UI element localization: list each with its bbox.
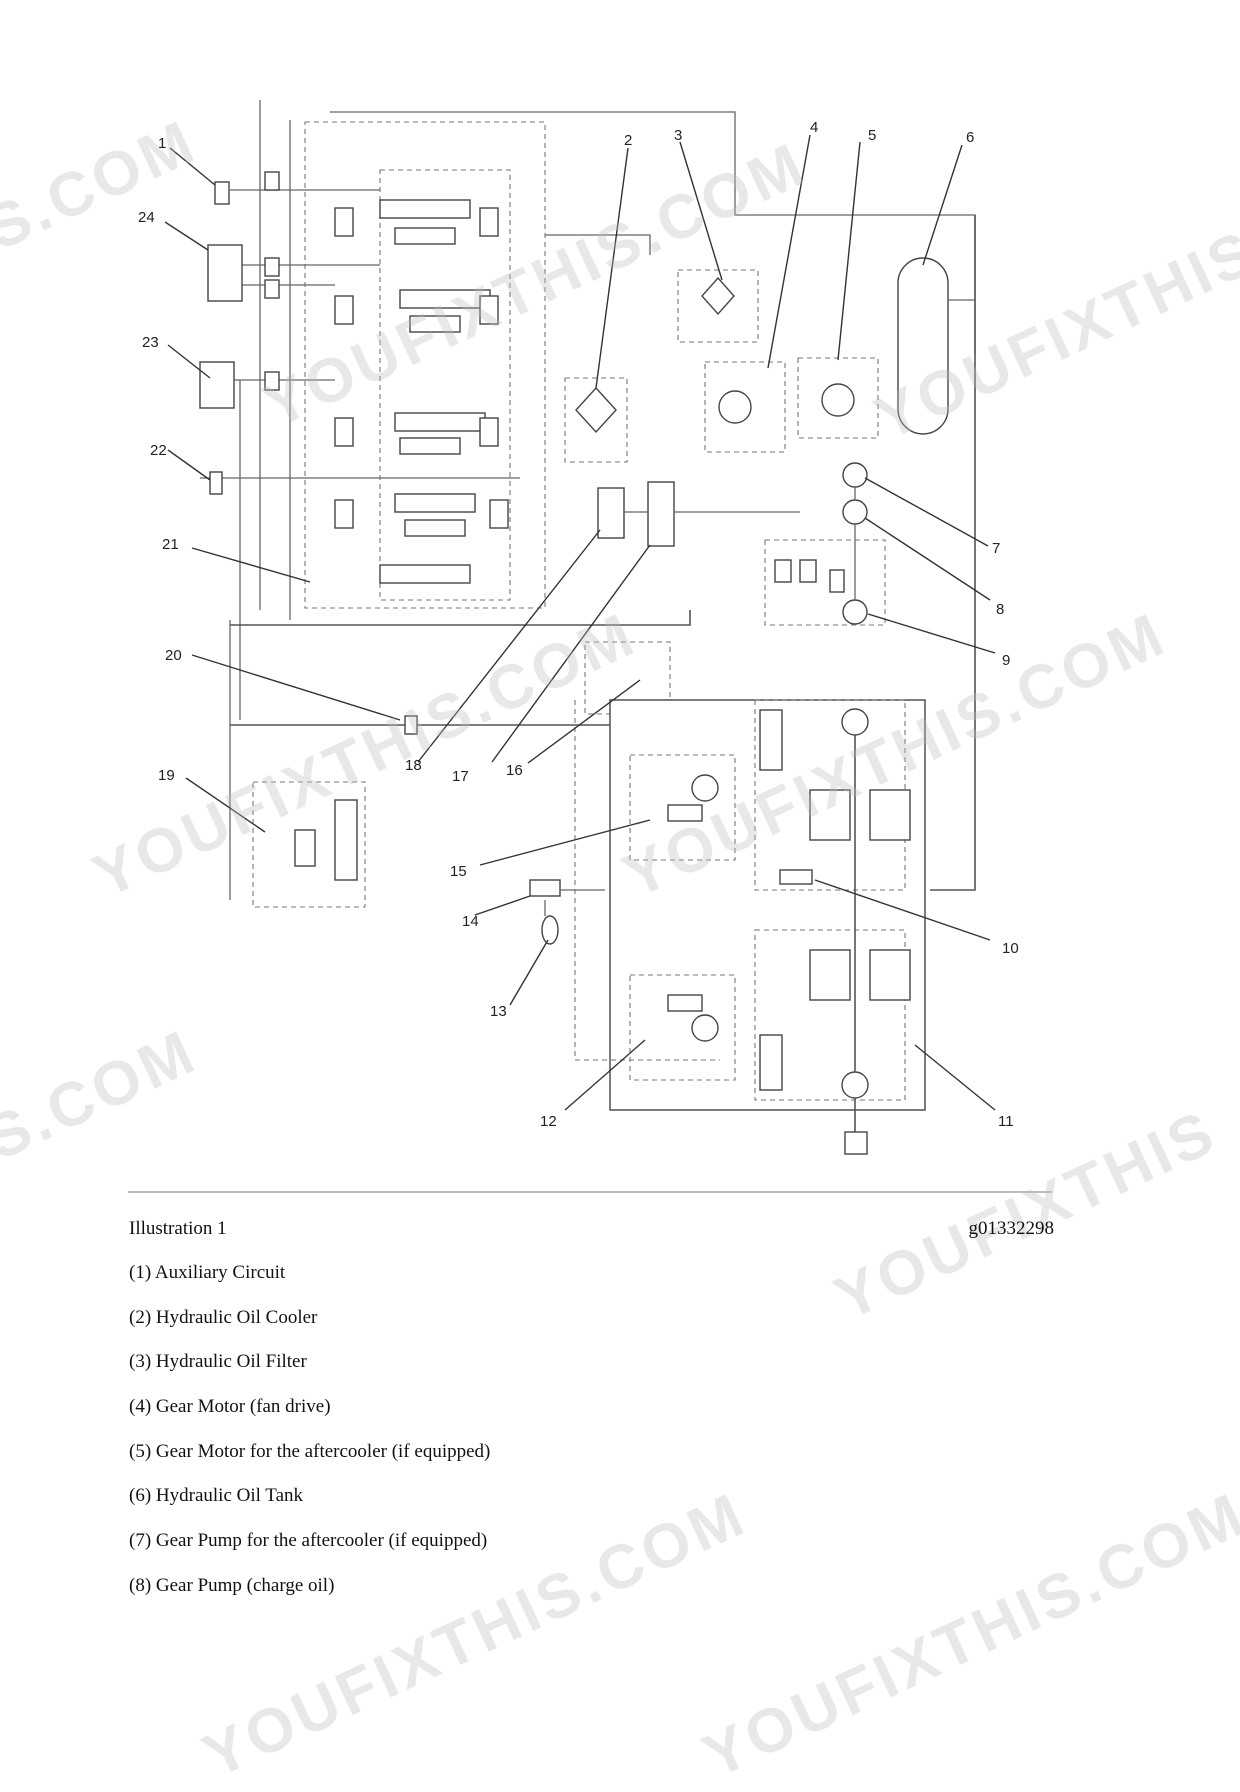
callout-3: 3 <box>674 127 682 144</box>
callout-leaders <box>164 134 996 1111</box>
callout-19: 19 <box>158 767 175 784</box>
callout-20: 20 <box>165 647 182 664</box>
callout-8: 8 <box>996 601 1004 618</box>
legend-item: (5) Gear Motor for the aftercooler (if e… <box>129 1440 491 1462</box>
illustration-id: g01332298 <box>968 1218 1055 1239</box>
illustration-title: Illustration 1 <box>129 1218 227 1239</box>
callout-7: 7 <box>992 540 1000 557</box>
callout-23: 23 <box>142 334 159 351</box>
caption-divider <box>128 1191 1052 1193</box>
callout-15: 15 <box>450 863 467 880</box>
callout-10: 10 <box>1002 940 1019 957</box>
watermark: YOUFIXTHIS.COM <box>693 1479 1240 1792</box>
callout-1: 1 <box>158 135 166 152</box>
callout-17: 17 <box>452 768 469 785</box>
legend-item: (1) Auxiliary Circuit <box>129 1262 286 1283</box>
callout-11: 11 <box>998 1113 1014 1130</box>
legend-item: (7) Gear Pump for the aftercooler (if eq… <box>129 1530 488 1552</box>
callout-16: 16 <box>506 762 523 779</box>
callout-labels: 1 2 3 4 5 6 7 8 9 10 11 12 13 14 15 16 1… <box>138 119 1019 1130</box>
callout-4: 4 <box>810 119 818 136</box>
callout-18: 18 <box>405 757 422 774</box>
legend-item: (6) Hydraulic Oil Tank <box>129 1485 304 1507</box>
callout-22: 22 <box>150 442 167 459</box>
legend-item: (2) Hydraulic Oil Cooler <box>129 1306 318 1328</box>
legend-list: (1) Auxiliary Circuit (2) Hydraulic Oil … <box>129 1262 490 1620</box>
callout-24: 24 <box>138 209 155 226</box>
callout-21: 21 <box>162 536 179 553</box>
callout-14: 14 <box>462 913 479 930</box>
callout-2: 2 <box>624 132 632 149</box>
callout-9: 9 <box>1002 652 1010 669</box>
legend-item: (4) Gear Motor (fan drive) <box>129 1396 331 1418</box>
legend-item: (8) Gear Pump (charge oil) <box>129 1574 335 1596</box>
callout-12: 12 <box>540 1113 557 1130</box>
callout-13: 13 <box>490 1003 507 1020</box>
callout-5: 5 <box>868 127 876 144</box>
legend-item: (3) Hydraulic Oil Filter <box>129 1351 307 1373</box>
control-valve-bank <box>334 199 509 584</box>
callout-6: 6 <box>966 129 974 146</box>
hydraulic-schematic: 1 2 3 4 5 6 7 8 9 10 11 12 13 14 15 16 1… <box>138 100 1019 1155</box>
